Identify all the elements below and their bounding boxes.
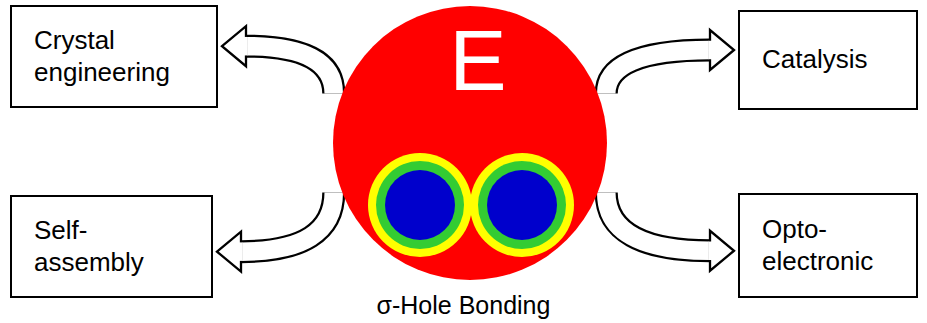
arrow-fill	[246, 46, 334, 93]
blue-core	[487, 170, 557, 240]
arrow-outline	[246, 46, 334, 93]
box-label: Crystal engineering	[34, 25, 200, 88]
box-label: Catalysis	[762, 44, 900, 76]
red-disc	[333, 6, 607, 280]
arrow-outline	[606, 193, 710, 251]
arrow-head	[217, 232, 241, 272]
blue-core	[385, 170, 455, 240]
arrow-head	[710, 30, 734, 70]
curved-block-arrow	[217, 193, 334, 272]
box-label: Self- assembly	[34, 215, 195, 278]
arrow-seam-cover	[709, 242, 713, 261]
curved-block-arrow	[606, 30, 734, 93]
yellow-ring	[368, 153, 472, 257]
element-symbol: E	[348, 5, 608, 103]
arrow-seam-cover	[239, 242, 243, 261]
curved-block-arrow	[606, 193, 734, 271]
arrow-outline	[241, 193, 334, 252]
arrow-fill	[241, 193, 334, 252]
arrow-fill	[606, 50, 710, 93]
green-ring	[478, 161, 566, 249]
sigma-hole-circle: E	[332, 5, 608, 281]
application-box: Self- assembly	[10, 195, 213, 298]
arrow-head	[222, 26, 246, 66]
curved-block-arrow	[222, 26, 334, 93]
arrow-head	[710, 231, 734, 271]
arrow-seam-cover	[244, 37, 248, 56]
green-ring	[376, 161, 464, 249]
arrow-fill	[606, 193, 710, 251]
yellow-ring	[470, 153, 574, 257]
application-box: Crystal engineering	[10, 5, 218, 108]
application-box: Opto- electronic	[738, 193, 918, 298]
arrow-outline	[606, 50, 710, 93]
box-label: Opto- electronic	[762, 214, 900, 277]
application-box: Catalysis	[738, 10, 918, 110]
arrow-seam-cover	[709, 41, 713, 60]
figure-caption: σ-Hole Bonding	[0, 291, 927, 320]
